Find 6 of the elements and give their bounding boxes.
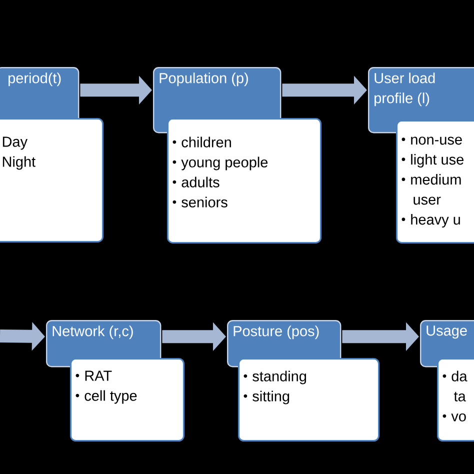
list-box: Day Night bbox=[0, 118, 104, 242]
list-box: RAT cell type bbox=[70, 358, 184, 442]
list-box: da ta vo bbox=[437, 358, 474, 442]
list-box: standing sitting bbox=[238, 358, 380, 442]
list-box: non-use light use medium user heavy u bbox=[396, 120, 474, 244]
list-box: children young people adults seniors bbox=[167, 118, 322, 244]
